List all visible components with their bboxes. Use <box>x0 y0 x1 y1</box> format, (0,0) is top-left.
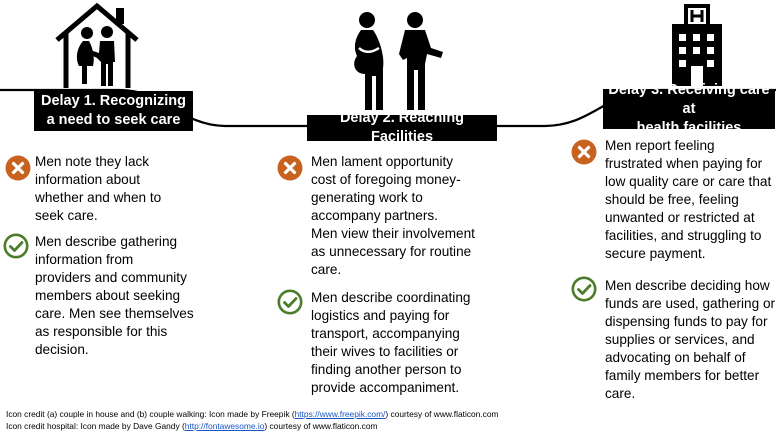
couple-in-house-icon <box>55 2 139 88</box>
barrier-cross-icon <box>277 155 303 181</box>
icon-credit-line-2: Icon credit hospital: Icon made by Dave … <box>6 421 378 431</box>
hospital-icon <box>672 4 722 86</box>
delay-1-barrier-text: Men note they lack information about whe… <box>35 154 162 223</box>
action-check-icon <box>571 276 597 302</box>
freepik-link[interactable]: https://www.freepik.com/ <box>294 409 386 419</box>
delay-2-header: Delay 2. Reaching Facilities <box>307 110 497 145</box>
barrier-cross-icon <box>571 139 597 165</box>
barrier-cross-icon <box>5 155 31 181</box>
couple-walking-icon <box>354 12 443 110</box>
delay-3-action-text: Men describe deciding how funds are used… <box>605 278 776 401</box>
action-check-icon <box>3 233 29 259</box>
delay-1-action-text: Men describe gathering information from … <box>35 234 194 357</box>
delay-2-action-text: Men describe coordinating logistics and … <box>311 290 471 395</box>
action-check-icon <box>277 289 303 315</box>
delay-3-barrier-text: Men report feeling frustrated when payin… <box>605 138 772 261</box>
fontawesome-link[interactable]: http://fontawesome.io <box>184 421 265 431</box>
delay-2-barrier-text: Men lament opportunity cost of foregoing… <box>311 154 475 277</box>
icon-credit-line-1: Icon credit (a) couple in house and (b) … <box>6 409 499 419</box>
